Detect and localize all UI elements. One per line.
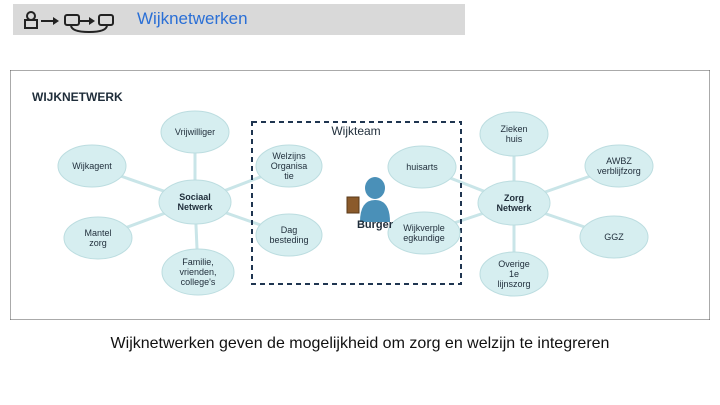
node-labels: VrijwilligerWijkagentSociaalNetwerkMante…	[72, 124, 641, 289]
node-label-familie: vrienden,	[179, 267, 216, 277]
node-label-ziekenhuis: huis	[506, 134, 523, 144]
node-label-vrijwilliger: Vrijwilliger	[175, 127, 215, 137]
node-label-sociaal-netwerk: Netwerk	[177, 202, 213, 212]
node-label-wijkverpleegkundige: Wijkverple	[403, 223, 445, 233]
diagram-title: WIJKNETWERK	[32, 90, 123, 104]
node-label-zorg-netwerk: Zorg	[504, 193, 524, 203]
node-label-wijkagent: Wijkagent	[72, 161, 112, 171]
node-label-welzijn: Welzijns	[272, 151, 306, 161]
node-label-welzijn: Organisa	[271, 161, 308, 171]
nodes-right	[477, 111, 654, 297]
node-label-sociaal-netwerk: Sociaal	[179, 192, 211, 202]
node-label-wijkverpleegkundige: egkundige	[403, 233, 445, 243]
header-title: Wijknetwerken	[137, 9, 248, 28]
network-logo-icon	[24, 11, 114, 34]
node-label-zorg-netwerk: Netwerk	[496, 203, 532, 213]
node-label-familie: Familie,	[182, 257, 214, 267]
node-label-dagbesteding: Dag	[281, 225, 298, 235]
wijkteam-label: Wijkteam	[331, 124, 380, 138]
node-label-huisarts: huisarts	[406, 162, 438, 172]
node-label-awbz: AWBZ	[606, 156, 632, 166]
burger-label: Burger	[357, 219, 394, 231]
nodes-wijkteam	[255, 144, 461, 257]
node-label-ziekenhuis: Zieken	[500, 124, 527, 134]
node-label-dagbesteding: besteding	[269, 235, 308, 245]
node-label-ggz: GGZ	[604, 232, 624, 242]
node-label-overige: 1e	[509, 269, 519, 279]
node-label-awbz: verblijfzorg	[597, 166, 641, 176]
nodes-left	[57, 110, 235, 296]
node-label-overige: Overige	[498, 259, 530, 269]
header-bar: Wijknetwerken	[13, 4, 465, 35]
caption: Wijknetwerken geven de mogelijkheid om z…	[110, 335, 610, 352]
wijkteam-dashed-box	[251, 121, 462, 285]
wijknetwerk-diagram: WIJKNETWERK Wijkteam	[10, 70, 710, 320]
node-label-familie: college's	[181, 277, 216, 287]
node-label-welzijn: tie	[284, 171, 294, 181]
burger-person-icon	[346, 177, 390, 222]
node-label-overige: lijnszorg	[497, 279, 530, 289]
node-label-mantelzorg: Mantel	[84, 228, 111, 238]
node-label-mantelzorg: zorg	[89, 238, 107, 248]
diagram-frame	[10, 70, 710, 320]
